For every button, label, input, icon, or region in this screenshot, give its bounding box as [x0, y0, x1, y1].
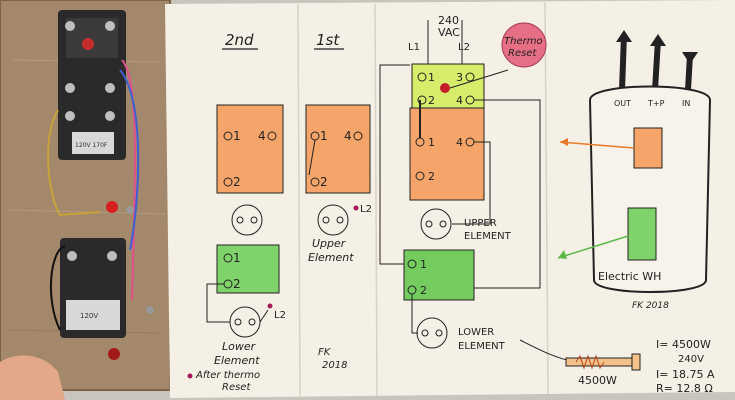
lower-element-label: LOWER	[458, 327, 494, 338]
upper-element-symbol	[231, 204, 263, 236]
board-screw	[126, 206, 134, 214]
upper-element-symbol	[420, 208, 452, 240]
terminal-label: 1	[428, 136, 435, 149]
heater-lower-element	[627, 207, 657, 261]
terminal-label: 2	[428, 170, 435, 183]
lower-element-symbol	[416, 317, 448, 349]
lower-element-label: ELEMENT	[458, 341, 506, 352]
terminal-label: 1	[320, 129, 328, 143]
heater-upper-element	[633, 127, 663, 169]
panel-2nd: 2nd 1 4 2 1 2 L2 Lower Element After the…	[187, 31, 286, 393]
voltage-label: 240	[438, 14, 459, 27]
l1-label: L1	[408, 42, 420, 53]
terminal-label: 2	[233, 277, 241, 291]
voltage-label: VAC	[438, 26, 460, 39]
element-label: Element	[214, 354, 260, 367]
calc-line: I= 18.75 A	[656, 368, 715, 381]
reset-button-dot	[440, 83, 450, 93]
signature: FK 2018	[632, 301, 669, 311]
calc-line: R= 12.8 Ω	[656, 382, 713, 395]
panel-1st: 1st 1 4 2 L2 Upper Element FK 2018	[305, 31, 372, 371]
terminal-label: 4	[456, 94, 463, 107]
lower-thermostat-label: 120V	[80, 312, 98, 320]
red-indicator-light-2	[108, 348, 120, 360]
panel-main-wiring: 240 VAC L1 L2 1 3 2 4 Thermo Reset 1 4 2…	[379, 14, 547, 352]
terminal-label: 2	[320, 175, 328, 189]
lower-thermostat-device: 120V	[60, 238, 126, 338]
thermo-reset-badge	[501, 22, 547, 68]
heater-arrow-tp	[652, 39, 661, 91]
panel-1st-upper-thermostat	[305, 104, 371, 194]
water-heater-tank	[588, 85, 712, 293]
upper-thermostat-label: 120V 170F	[75, 142, 108, 149]
panel-heater: OUT T+P IN Electric WH FK 2018 4500W I= …	[519, 30, 715, 395]
after-reset-note: Reset	[222, 382, 251, 393]
port-label: OUT	[614, 99, 631, 108]
terminal-label: 1	[233, 129, 241, 143]
port-label: IN	[682, 99, 690, 108]
upper-thermostat-device: 120V 170F	[58, 10, 126, 160]
element-rating: 4500W	[578, 374, 617, 387]
upper-element-label: UPPER	[464, 218, 497, 229]
element-label: Upper	[312, 237, 347, 250]
element-label: Element	[308, 251, 354, 264]
upper-element-symbol	[317, 204, 349, 236]
l2-label: L2	[360, 204, 372, 215]
terminal-label: 1	[233, 251, 241, 265]
l2-label: L2	[458, 42, 470, 53]
terminal-label: 2	[420, 284, 427, 297]
panel-2nd-heading: 2nd	[225, 31, 254, 49]
calc-line: I= 4500W	[656, 338, 711, 351]
terminal-label: 2	[428, 94, 435, 107]
signature: FK	[318, 347, 332, 358]
terminal-label: 4	[344, 129, 352, 143]
panel-1st-heading: 1st	[316, 31, 340, 49]
calc-line: 240V	[678, 354, 704, 365]
thermo-reset-label: Reset	[508, 48, 537, 59]
red-indicator-light	[106, 201, 118, 213]
l2-label: L2	[274, 310, 286, 321]
upper-element-label: ELEMENT	[464, 231, 512, 242]
terminal-label: 1	[420, 258, 427, 271]
terminal-label: 4	[456, 136, 463, 149]
terminal-label: 3	[456, 71, 463, 84]
heater-label: Electric WH	[598, 270, 661, 283]
port-label: T+P	[647, 99, 665, 108]
element-label: Lower	[222, 340, 257, 353]
terminal-label: 2	[233, 175, 241, 189]
after-reset-note: After thermo	[195, 370, 260, 381]
panel-2nd-lower-thermostat	[216, 244, 280, 294]
main-upper-thermostat	[409, 107, 485, 201]
thermo-reset-label: Thermo	[504, 36, 543, 47]
board-wires	[47, 59, 140, 331]
signature: 2018	[322, 360, 347, 371]
heater-arrow-out	[619, 34, 627, 91]
terminal-label: 4	[258, 129, 266, 143]
panel-2nd-upper-thermostat	[216, 104, 284, 194]
thumb	[0, 355, 65, 400]
terminal-label: 1	[428, 71, 435, 84]
board-screw	[146, 306, 154, 314]
